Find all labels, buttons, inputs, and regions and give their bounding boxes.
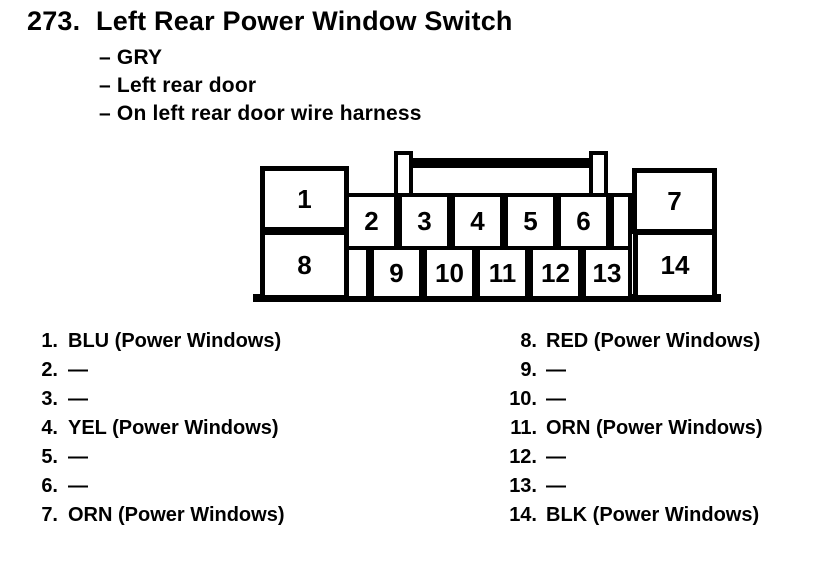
pin-cavity-14: 14: [633, 230, 717, 300]
pin-cavity-10: 10: [423, 246, 476, 300]
pin-row-11: 11. ORN (Power Windows): [498, 414, 762, 443]
pin-label: BLU (Power Windows): [68, 330, 282, 352]
pin-number: 8.: [520, 330, 537, 352]
pin-label: RED (Power Windows): [546, 330, 761, 352]
empty-cavity-bottom: [345, 246, 370, 300]
pin-number: 10.: [509, 388, 537, 410]
pin-label: —: [546, 446, 566, 468]
detail-location: – Left rear door: [99, 74, 257, 97]
pin-row-10: 10. —: [498, 385, 762, 414]
pin-label: —: [546, 475, 566, 497]
pin-row-4: 4. YEL (Power Windows): [34, 414, 284, 443]
detail-harness: – On left rear door wire harness: [99, 102, 422, 125]
section-heading: 273. Left Rear Power Window Switch: [27, 6, 513, 37]
empty-cavity-top: [610, 193, 632, 250]
pin-row-3: 3. —: [34, 385, 284, 414]
pin-cavity-4: 4: [451, 193, 504, 250]
pin-number: 2.: [41, 359, 58, 381]
latch-post-left: [394, 151, 413, 197]
pin-cavity-9: 9: [370, 246, 423, 300]
pin-row-7: 7. ORN (Power Windows): [34, 501, 284, 530]
pin-row-6: 6. —: [34, 472, 284, 501]
pin-number: 7.: [41, 504, 58, 526]
pin-number: 3.: [41, 388, 58, 410]
pin-row-12: 12. —: [498, 443, 762, 472]
pin-number: 12.: [509, 446, 537, 468]
pin-row-2: 2. —: [34, 356, 284, 385]
pin-label: BLK (Power Windows): [546, 504, 760, 526]
pin-cavity-12: 12: [529, 246, 582, 300]
pin-cavity-5: 5: [504, 193, 557, 250]
pin-row-14: 14. BLK (Power Windows): [498, 501, 762, 530]
pin-number: 6.: [41, 475, 58, 497]
pin-label: —: [68, 359, 88, 381]
pin-row-1: 1. BLU (Power Windows): [34, 327, 284, 356]
connector-diagram: 1 8 7 14 2 3 4 5 6 9 10 11 12 13: [253, 150, 721, 303]
pin-label: ORN (Power Windows): [68, 504, 285, 526]
pin-cavity-6: 6: [557, 193, 610, 250]
pin-row-13: 13. —: [498, 472, 762, 501]
pin-cavity-8: 8: [260, 230, 349, 300]
pin-row-9: 9. —: [498, 356, 762, 385]
latch-rail-bar: [407, 158, 595, 168]
pin-cavity-11: 11: [476, 246, 529, 300]
connector-details: – GRY – Left rear door – On left rear do…: [99, 44, 422, 128]
pin-number: 14.: [509, 504, 537, 526]
pin-number: 1.: [41, 330, 58, 352]
pin-number: 13.: [509, 475, 537, 497]
pin-cavity-13: 13: [582, 246, 632, 300]
pin-cavity-1: 1: [260, 166, 349, 232]
pin-cavity-7: 7: [632, 168, 717, 234]
pin-number: 4.: [41, 417, 58, 439]
pin-number: 5.: [41, 446, 58, 468]
pin-label: YEL (Power Windows): [68, 417, 279, 439]
pin-number: 11.: [510, 417, 537, 439]
pin-list-left: 1. BLU (Power Windows) 2. — 3. — 4. YEL …: [34, 327, 284, 530]
pin-label: —: [546, 359, 566, 381]
pin-cavity-3: 3: [398, 193, 451, 250]
pin-list-right: 8. RED (Power Windows) 9. — 10. — 11. OR…: [498, 327, 762, 530]
latch-post-right: [589, 151, 608, 197]
pin-label: ORN (Power Windows): [546, 417, 763, 439]
pin-label: —: [68, 446, 88, 468]
pin-label: —: [546, 388, 566, 410]
pin-label: —: [68, 388, 88, 410]
section-number: 273.: [27, 6, 81, 36]
page-title: Left Rear Power Window Switch: [96, 6, 513, 36]
pin-label: —: [68, 475, 88, 497]
pin-number: 9.: [520, 359, 537, 381]
pin-cavity-2: 2: [345, 193, 398, 250]
detail-color: – GRY: [99, 46, 163, 69]
pin-row-5: 5. —: [34, 443, 284, 472]
pin-row-8: 8. RED (Power Windows): [498, 327, 762, 356]
